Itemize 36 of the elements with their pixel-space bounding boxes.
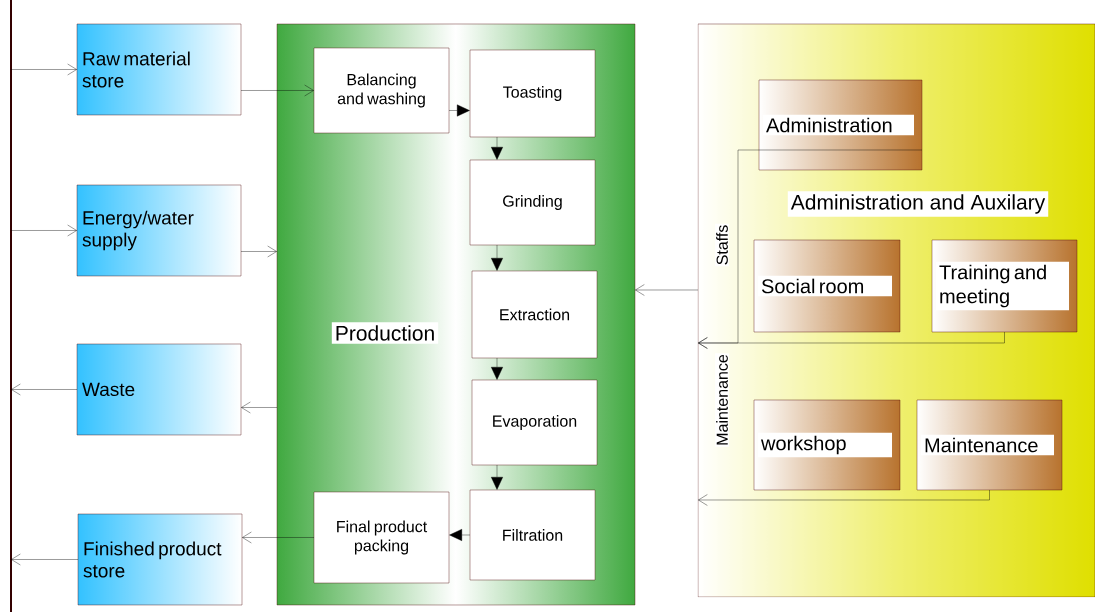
store-box: Raw material store	[76, 23, 242, 116]
vertical-label: Staffs	[715, 223, 729, 267]
boundary-line	[10, 0, 12, 612]
arrow	[241, 401, 278, 414]
arrow	[448, 104, 470, 117]
process-box: Grinding	[469, 159, 596, 246]
arrow	[449, 529, 471, 541]
arrow	[10, 63, 77, 76]
process-box: Extraction	[471, 270, 598, 359]
arrow	[491, 464, 503, 490]
store-box: Waste	[76, 343, 242, 436]
room-box: Maintenance	[916, 399, 1063, 491]
arrow	[491, 136, 503, 160]
arrow	[491, 357, 503, 380]
process-box: Toasting	[469, 49, 596, 138]
process-box: Evaporation	[471, 379, 598, 466]
arrow	[10, 224, 77, 237]
room-box: Training and meeting	[931, 239, 1078, 333]
store-box: Finished product store	[77, 513, 243, 606]
arrow	[635, 284, 699, 296]
arrow	[240, 84, 314, 97]
arrow	[491, 244, 503, 271]
arrow	[698, 489, 990, 506]
arrow	[698, 149, 923, 349]
room-box: Social room	[753, 239, 901, 333]
arrow	[242, 531, 315, 544]
arrow	[240, 245, 277, 258]
process-box: Filtration	[469, 489, 596, 581]
process-box: Final product packing	[313, 491, 450, 584]
vertical-label: Maintenance	[715, 353, 729, 447]
room-box: workshop	[753, 399, 901, 491]
arrow	[11, 553, 79, 566]
store-box: Energy/water supply	[76, 184, 242, 277]
room-box: Administration	[758, 79, 923, 171]
process-box: Balancing and washing	[313, 47, 450, 134]
arrow	[11, 383, 78, 396]
